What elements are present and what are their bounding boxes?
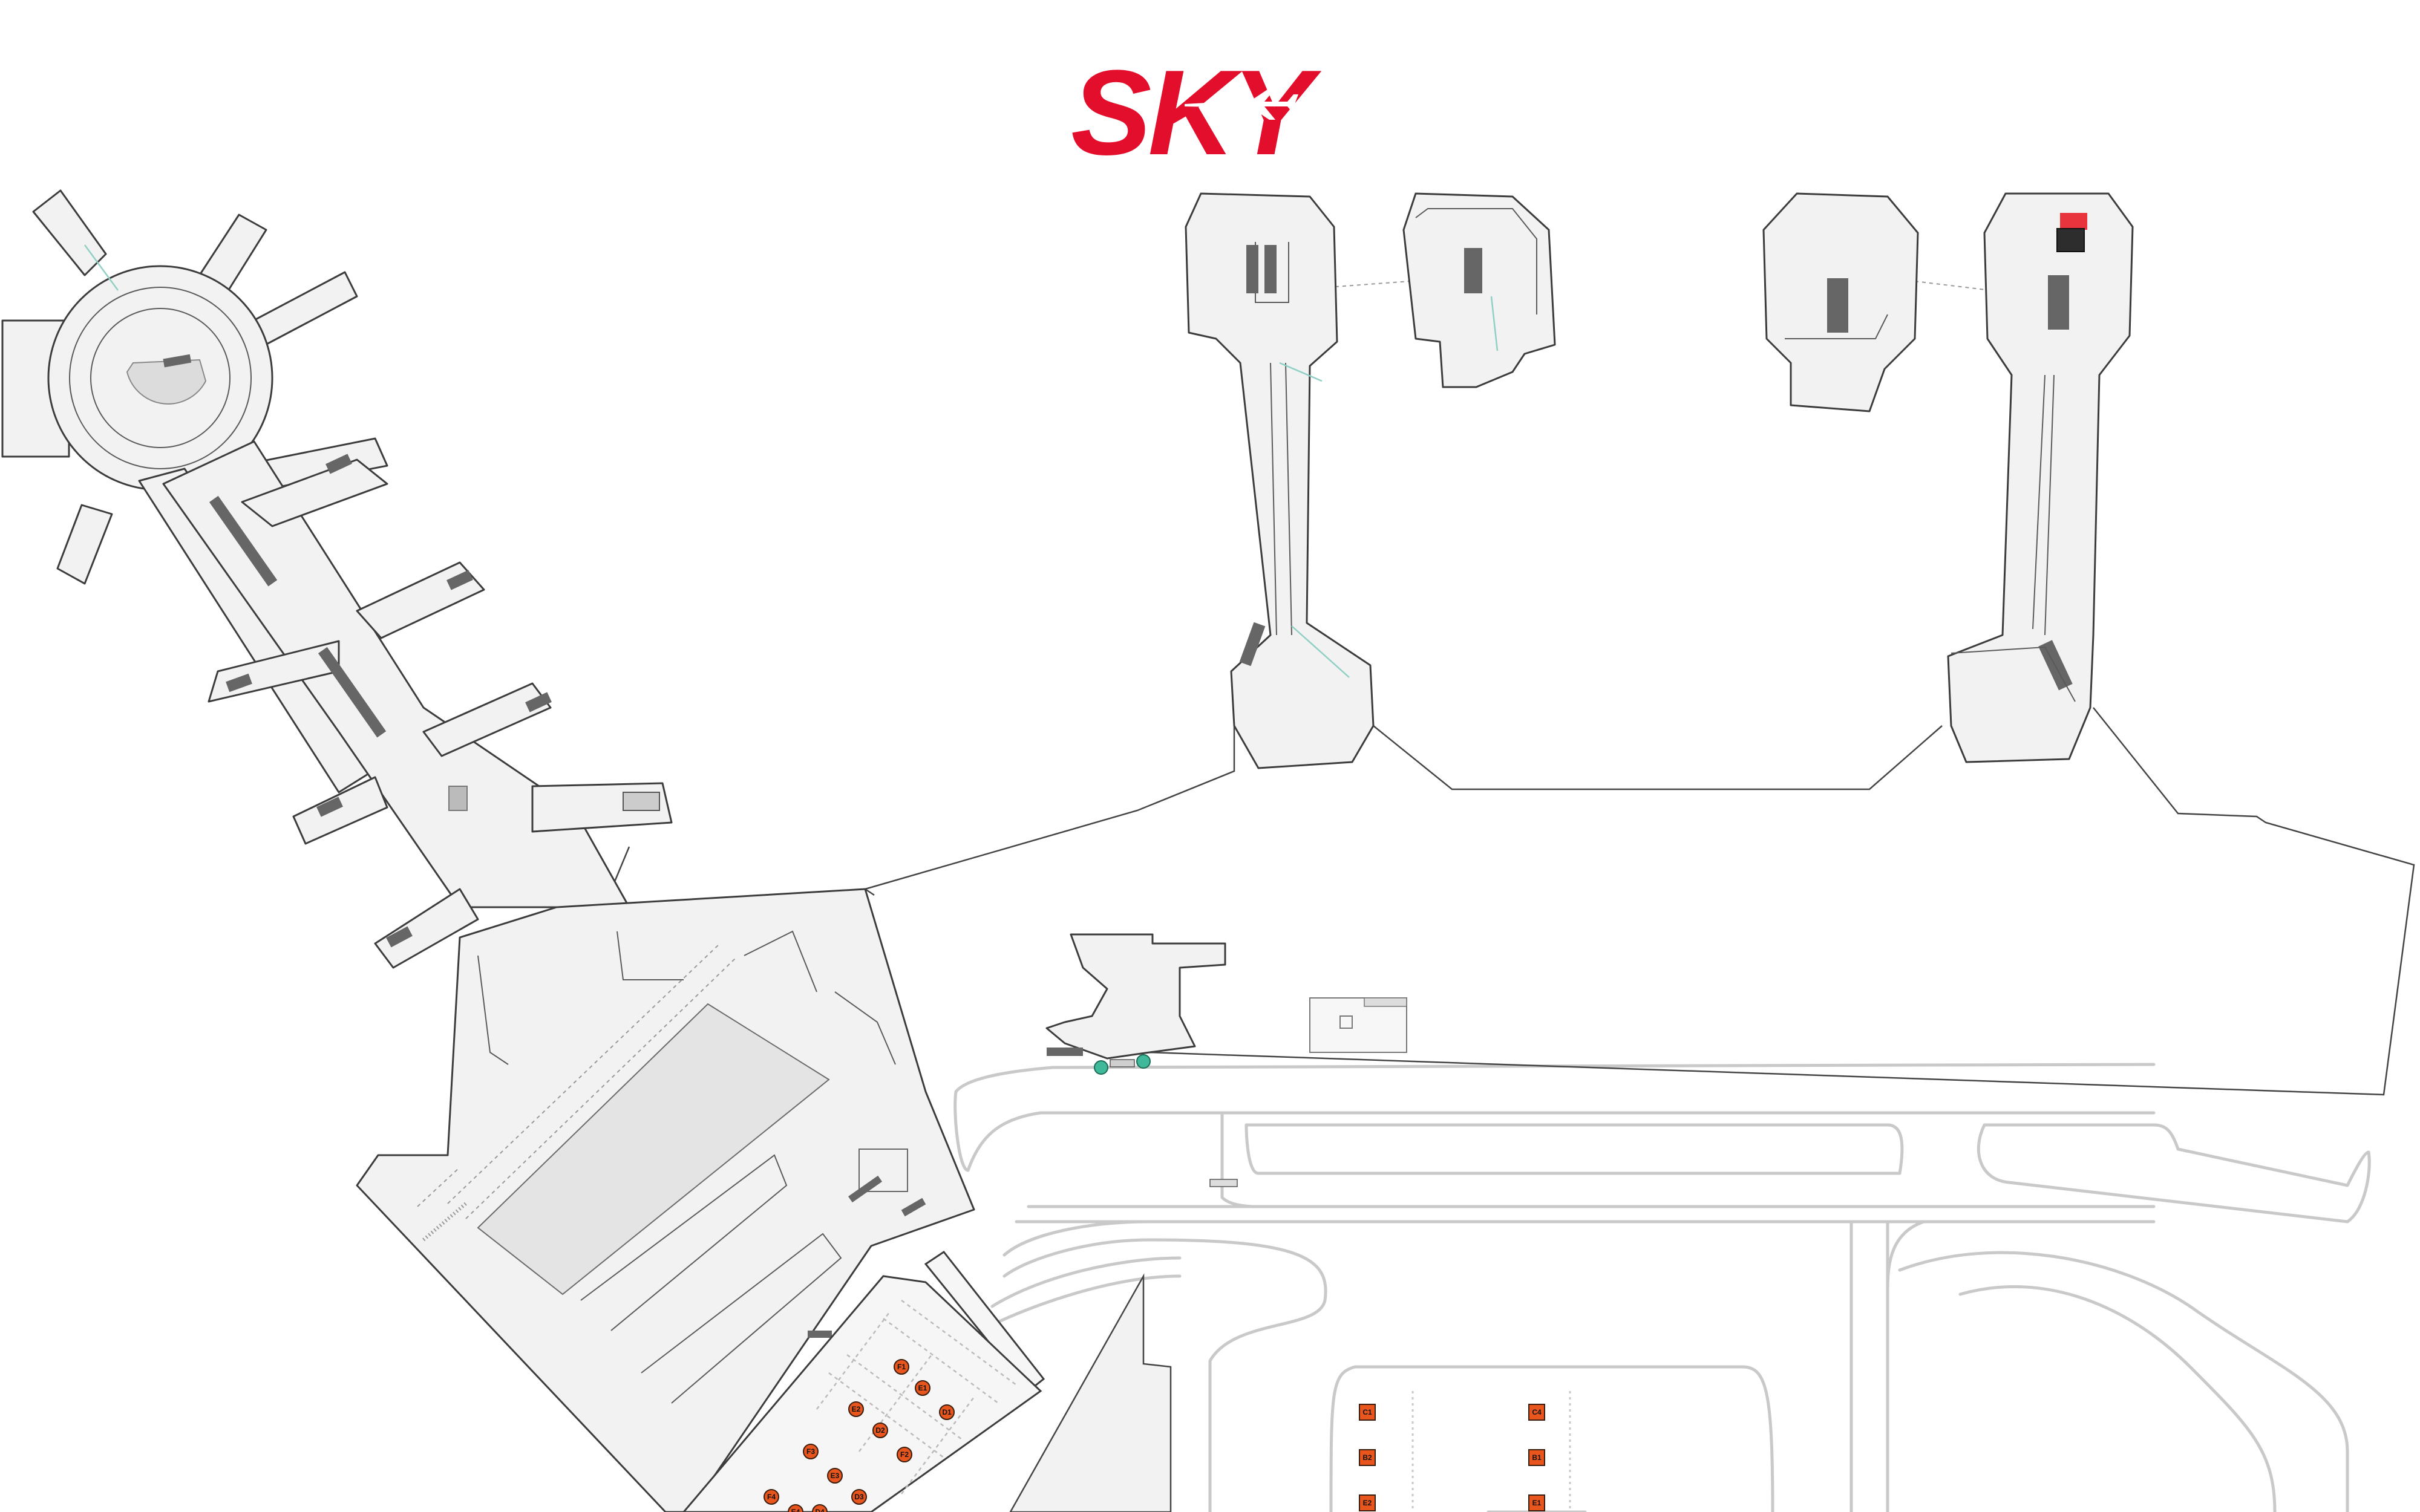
- escalator-icon: [1246, 245, 1258, 293]
- parking-spot-label: E1: [918, 1384, 927, 1392]
- main-terminal: [356, 888, 1045, 1512]
- parking-lot-marker[interactable]: E1: [1528, 1494, 1545, 1511]
- parking-spot-label: E4: [791, 1508, 800, 1512]
- parking-lot-marker[interactable]: B1: [1528, 1449, 1545, 1466]
- parking-spot-label: F4: [767, 1493, 776, 1501]
- sky-logo: SKY: [1071, 45, 1326, 180]
- parking-spot-label: D2: [875, 1426, 885, 1435]
- pier-a: [1185, 192, 1556, 769]
- central-hall: [477, 1003, 830, 1295]
- parking-lot-label: E1: [1532, 1499, 1542, 1507]
- parking-spot-marker[interactable]: F4: [764, 1489, 779, 1505]
- escalator-icon: [163, 354, 192, 368]
- logo-text: SKY: [1071, 45, 1322, 180]
- parking-spot-marker[interactable]: F2: [897, 1447, 912, 1462]
- info-icon: [1094, 1060, 1108, 1075]
- parking-lot-marker[interactable]: C1: [1359, 1404, 1376, 1421]
- parking-spot-label: E3: [831, 1471, 840, 1480]
- parking-spot-label: D1: [942, 1408, 952, 1416]
- parking-spot-marker[interactable]: F1: [894, 1359, 909, 1375]
- airplane-icon: [1185, 88, 1298, 120]
- parking-garage: [682, 1273, 1172, 1512]
- parking-spot-marker[interactable]: E4: [788, 1504, 803, 1512]
- central-annex: [1045, 933, 1407, 1187]
- escalator-icon: [1827, 278, 1848, 333]
- parking-spot-marker[interactable]: D3: [851, 1489, 867, 1505]
- elevator-icon: [2056, 228, 2085, 252]
- parking-spot-label: E2: [852, 1405, 861, 1413]
- parking-lot-marker[interactable]: B2: [1359, 1449, 1376, 1466]
- terminal-outline: [613, 281, 2415, 1096]
- parking-spot-label: D4: [815, 1508, 825, 1512]
- parking-lot-marker[interactable]: C4: [1528, 1404, 1545, 1421]
- parking-lot-marker[interactable]: E2: [1359, 1494, 1376, 1511]
- parking-spot-marker[interactable]: D4: [812, 1504, 828, 1512]
- parking-spot-label: F3: [806, 1447, 815, 1456]
- parking-spot-marker[interactable]: D2: [872, 1422, 888, 1438]
- parking-spot-label: F2: [900, 1450, 909, 1459]
- parking-spot-marker[interactable]: E2: [848, 1401, 864, 1417]
- parking-lot-label: C1: [1362, 1408, 1372, 1416]
- parking-lot-label: C4: [1532, 1408, 1542, 1416]
- parking-spot-marker[interactable]: F3: [803, 1444, 819, 1459]
- airplane-icon: [1136, 1054, 1151, 1069]
- concourse-diagonal: [162, 440, 673, 969]
- road-network: [953, 1063, 2371, 1512]
- pier-a-body: [1185, 192, 1375, 769]
- parking-spot-marker[interactable]: E3: [827, 1468, 843, 1484]
- highlight-marker: [2060, 213, 2087, 230]
- parking-spot-label: D3: [854, 1493, 864, 1501]
- parking-spot-label: F1: [897, 1363, 906, 1371]
- parking-lot-label: E2: [1363, 1499, 1372, 1507]
- parking-spot-marker[interactable]: D1: [939, 1404, 955, 1420]
- parking-spot-marker[interactable]: E1: [915, 1380, 930, 1396]
- parking-lot-right: [1411, 1391, 1571, 1512]
- parking-lot-label: B1: [1532, 1453, 1542, 1462]
- parking-lot-label: B2: [1362, 1453, 1372, 1462]
- pier-b: [1762, 192, 2134, 763]
